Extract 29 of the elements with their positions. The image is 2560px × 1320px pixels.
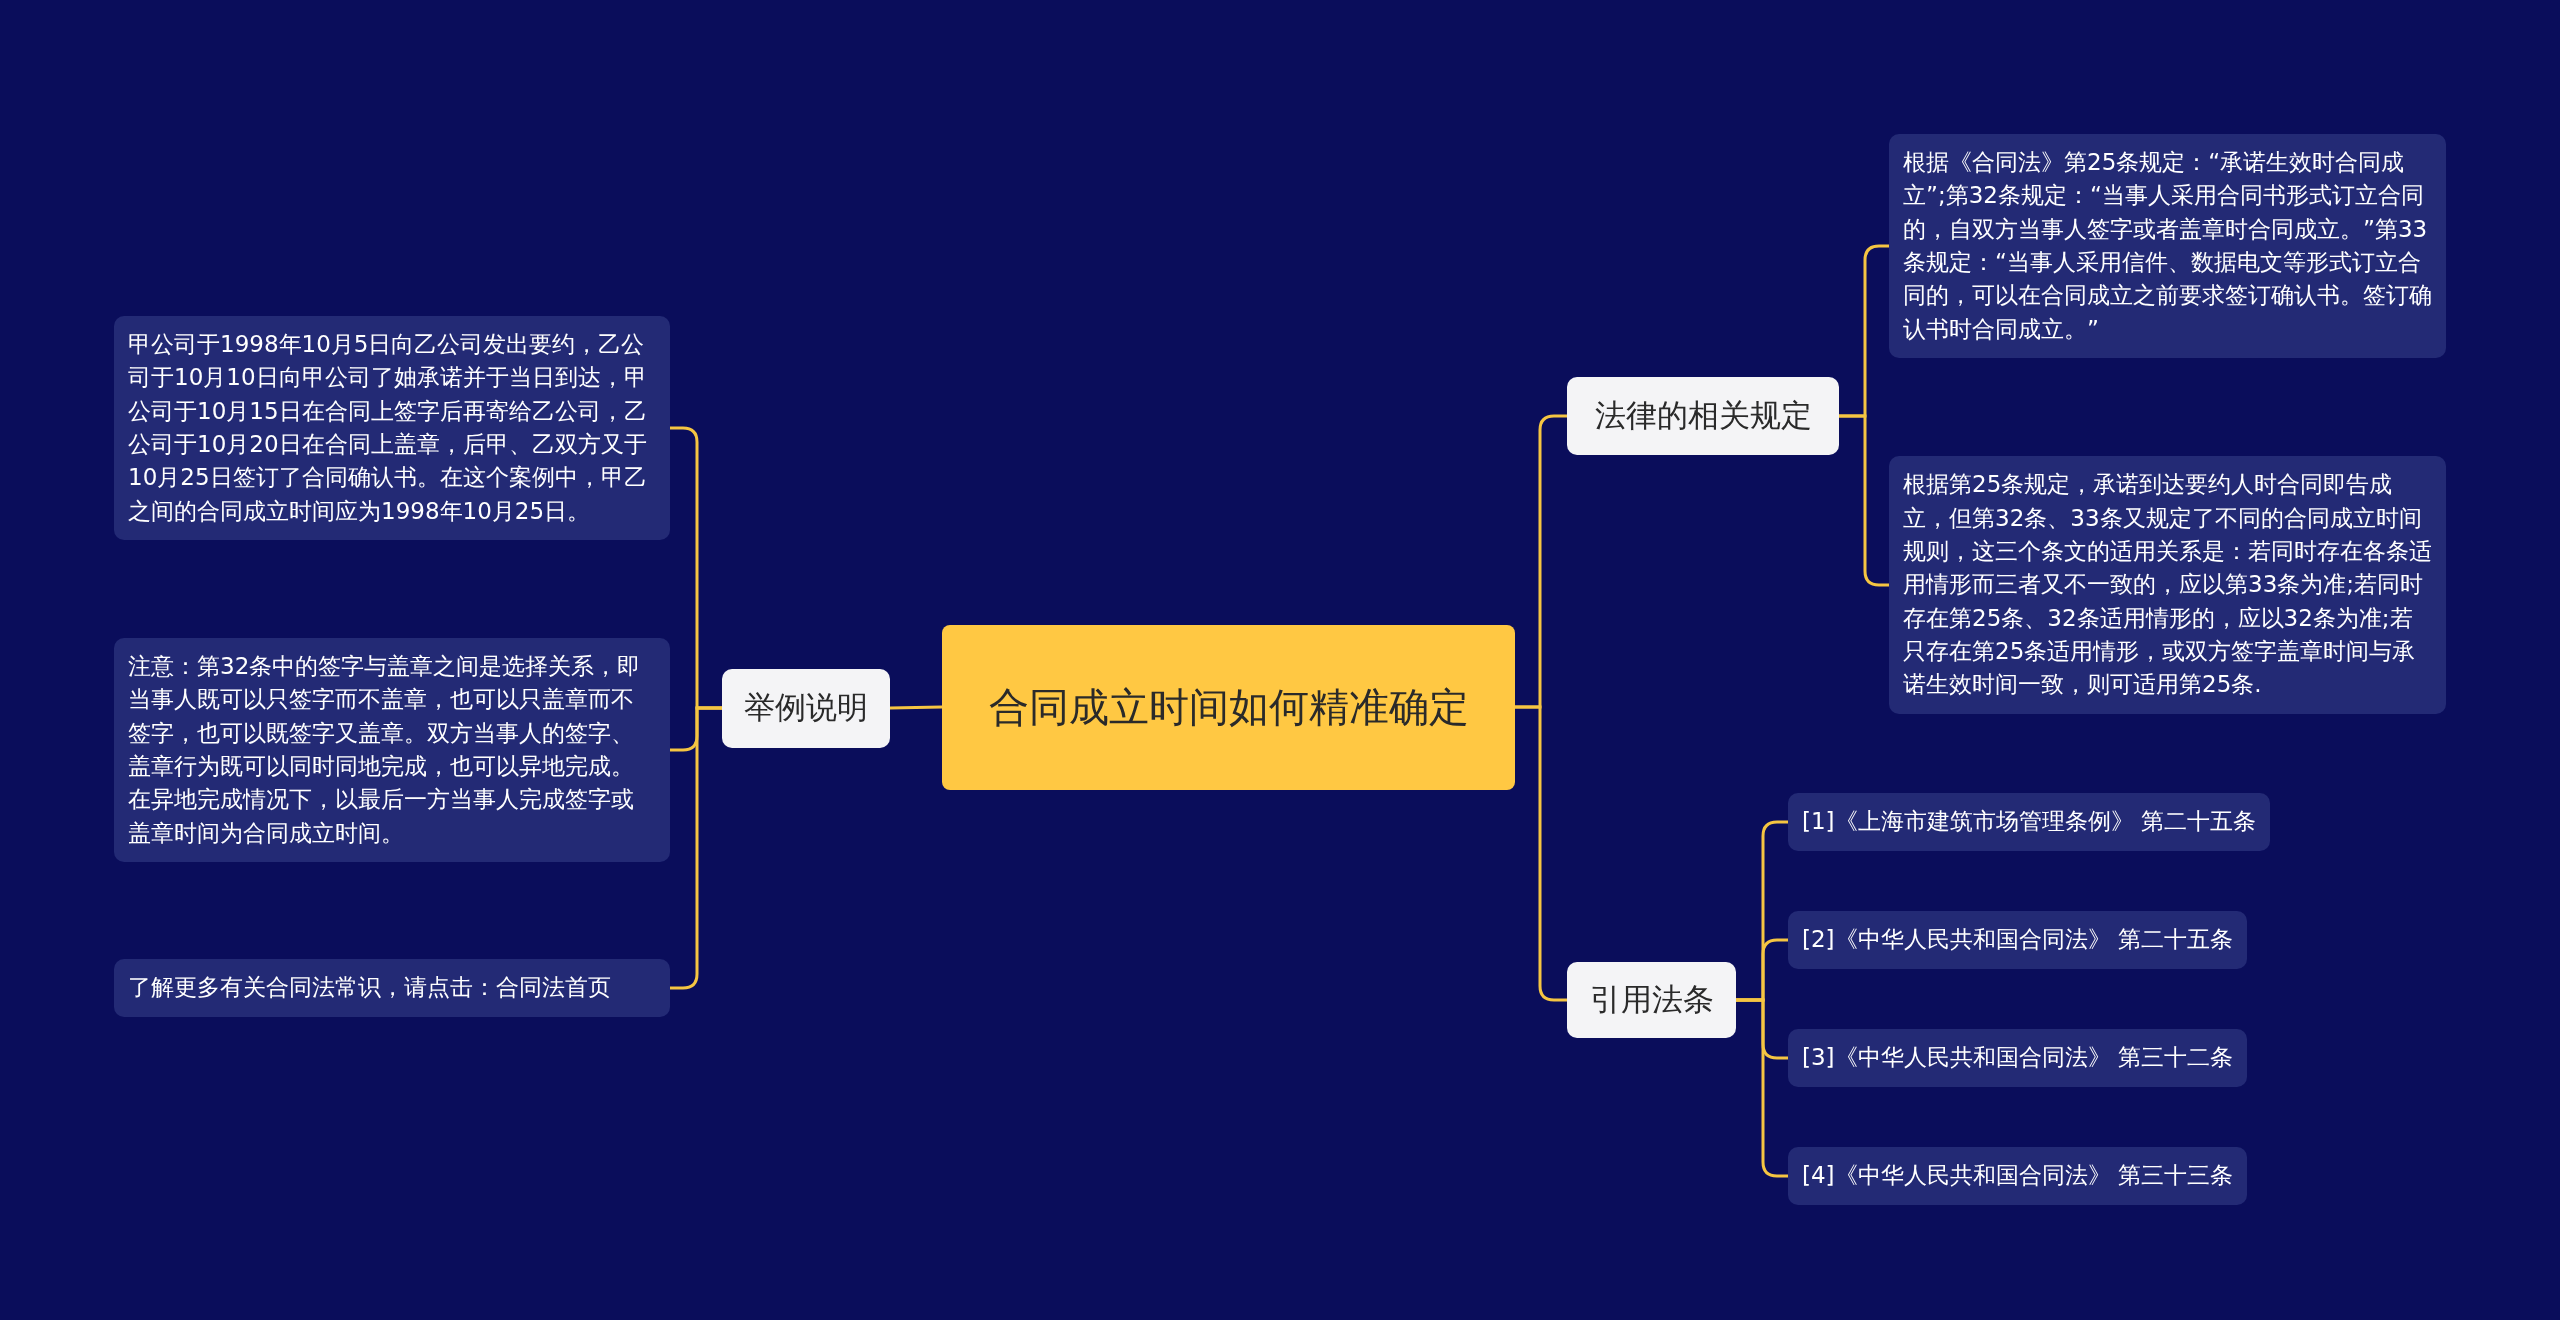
reference-text: [4]《中华人民共和国合同法》 第三十三条 bbox=[1802, 1161, 2233, 1191]
note-text: 根据《合同法》第25条规定：“承诺生效时合同成立”;第32条规定：“当事人采用合同书形式订立合同的，自双方当事人签字或者盖章时合同成立。”第33条规定：“当事人采用信件、数据电文等形式订立合同的，可以在合同成立之前要求签订确认书。签订确认书时合同成立。” bbox=[1903, 147, 2432, 344]
note-text: 注意：第32条中的签字与盖章之间是选择关系，即当事人既可以只签字而不盖章，也可以只盖章而不签字，也可以既签字又盖章。双方当事人的签字、盖章行为既可以同时同地完成，也可以异地完成。在异地完成情况下，以最后一方当事人完成签字或盖章时间为合同成立时间。 bbox=[128, 651, 642, 848]
topic-text: 引用法条 bbox=[1589, 980, 1714, 1019]
reference-text: [1]《上海市建筑市场管理条例》 第二十五条 bbox=[1802, 807, 2256, 837]
reference-text: [2]《中华人民共和国合同法》 第二十五条 bbox=[1802, 925, 2233, 955]
connector bbox=[1736, 998, 1788, 1178]
central-topic bbox=[942, 624, 1515, 790]
note-card bbox=[1889, 456, 2446, 714]
reference-card bbox=[1788, 1029, 2247, 1087]
note-card bbox=[114, 315, 670, 541]
reference-card bbox=[1788, 1147, 2247, 1205]
topic-box bbox=[722, 668, 890, 748]
note-text: 甲公司于1998年10月5日向乙公司发出要约，乙公司于10月10日向甲公司了妯承诺并于当日到达，甲公司于10月15日在合同上签字后再寄给乙公司，乙公司于10月20日在合同上盖章，后甲、乙双方又于10月25日签订了合同确认书。在这个案例中，甲乙之间的合同成立时间应为1998年10月25日。 bbox=[128, 329, 648, 526]
note-text: 了解更多有关合同法常识，请点击：合同法首页 bbox=[128, 973, 611, 1003]
topic-text: 举例说明 bbox=[744, 688, 868, 727]
note-card bbox=[114, 959, 670, 1017]
topic-box bbox=[1567, 962, 1736, 1038]
connector bbox=[1839, 414, 1889, 587]
reference-card bbox=[1788, 793, 2270, 851]
topic-box bbox=[1567, 377, 1839, 455]
reference-text: [3]《中华人民共和国合同法》 第三十二条 bbox=[1802, 1043, 2233, 1073]
reference-card bbox=[1788, 911, 2247, 969]
note-text: 根据第25条规定，承诺到达要约人时合同即告成立，但第32条、33条又规定了不同的合同成立时间规则，这三个条文的适用关系是：若同时存在各条适用情形而三者又不一致的，应以第33条为准;若同时存在第25条、32条适用情形的，应以32条为准;若只存在第25条适用情形，或双方签字盖章时间与承诺生效时间一致，则可适用第25条. bbox=[1903, 470, 2432, 700]
topic-text: 法律的相关规定 bbox=[1594, 396, 1812, 435]
connector bbox=[889, 705, 943, 710]
title-text: 合同成立时间如何精准确定 bbox=[988, 683, 1469, 732]
note-card bbox=[1889, 133, 2446, 359]
note-card bbox=[114, 637, 670, 863]
